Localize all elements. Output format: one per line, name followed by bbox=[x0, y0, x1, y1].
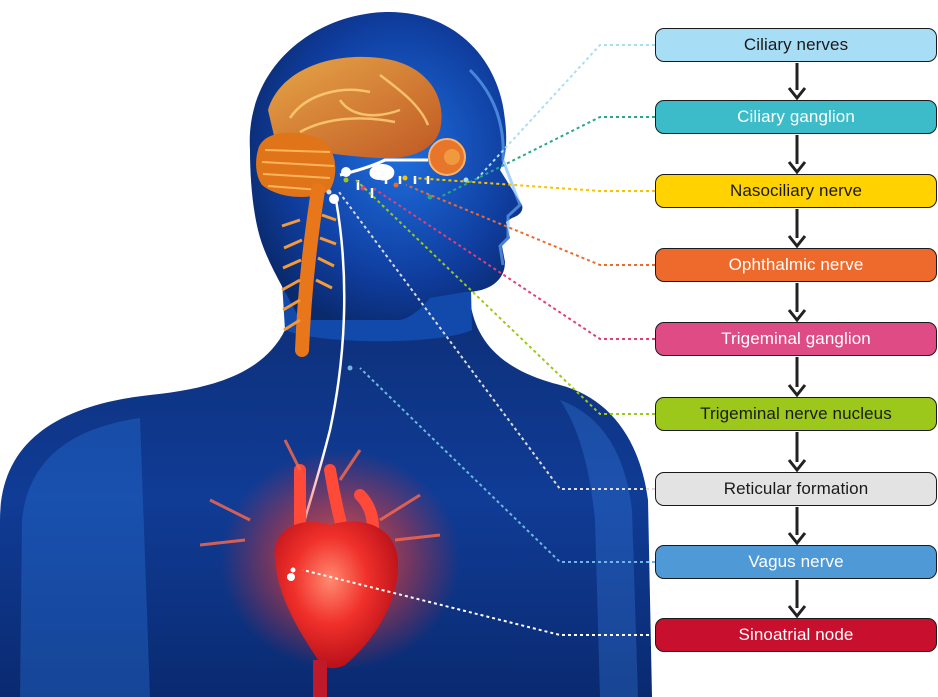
step-label: Ophthalmic nerve bbox=[729, 255, 864, 275]
step-box-vagus-nerve: Vagus nerve bbox=[655, 545, 937, 579]
step-box-ciliary-ganglion: Ciliary ganglion bbox=[655, 100, 937, 134]
connector-end-reticular-formation bbox=[327, 190, 332, 195]
step-label: Ciliary ganglion bbox=[737, 107, 855, 127]
step-label: Trigeminal ganglion bbox=[721, 329, 871, 349]
step-label: Nasociliary nerve bbox=[730, 181, 862, 201]
step-label: Sinoatrial node bbox=[739, 625, 854, 645]
step-label: Vagus nerve bbox=[748, 552, 843, 572]
connector-end-sinoatrial-node bbox=[291, 568, 296, 573]
step-box-reticular-formation: Reticular formation bbox=[655, 472, 937, 506]
connector-end-ophthalmic-nerve bbox=[394, 183, 399, 188]
sinoatrial-node-dot bbox=[287, 573, 295, 581]
step-label: Reticular formation bbox=[724, 479, 869, 499]
nucleus-dot bbox=[341, 167, 351, 177]
step-box-sinoatrial-node: Sinoatrial node bbox=[655, 618, 937, 652]
connector-end-nasociliary-nerve bbox=[403, 176, 408, 181]
step-label: Trigeminal nerve nucleus bbox=[700, 404, 892, 424]
eye-inner bbox=[444, 149, 460, 165]
step-box-trigeminal-ganglion: Trigeminal ganglion bbox=[655, 322, 937, 356]
step-box-ophthalmic-nerve: Ophthalmic nerve bbox=[655, 248, 937, 282]
connector-end-trigeminal-nerve-nucleus bbox=[344, 178, 349, 183]
connector-end-vagus-nerve bbox=[348, 366, 353, 371]
step-label: Ciliary nerves bbox=[744, 35, 848, 55]
step-box-trigeminal-nerve-nucleus: Trigeminal nerve nucleus bbox=[655, 397, 937, 431]
step-box-nasociliary-nerve: Nasociliary nerve bbox=[655, 174, 937, 208]
step-box-ciliary-nerves: Ciliary nerves bbox=[655, 28, 937, 62]
